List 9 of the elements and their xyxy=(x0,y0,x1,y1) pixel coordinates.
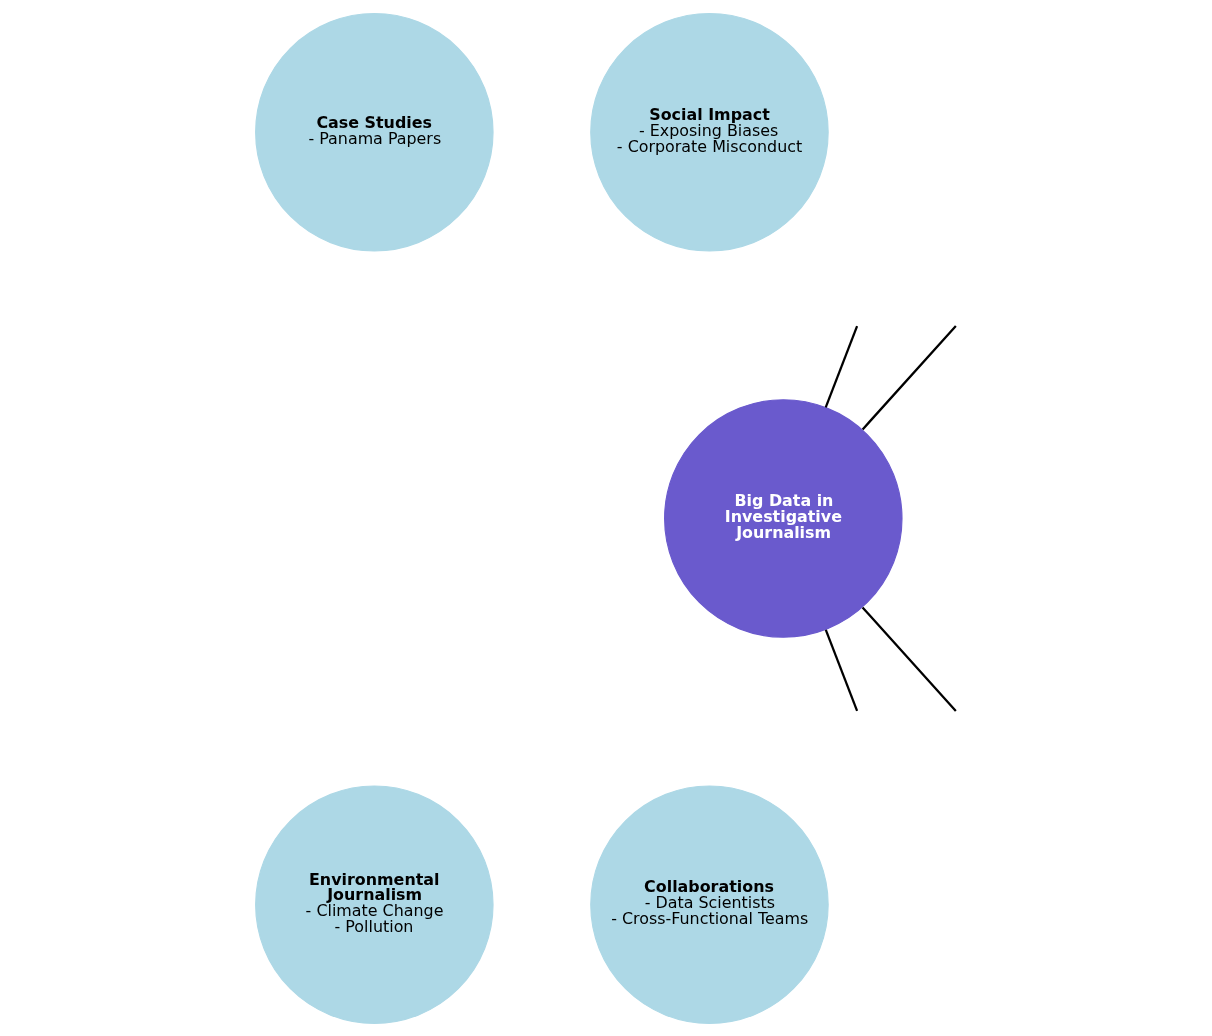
connector xyxy=(861,606,957,712)
node-circle: Big Data in Investigative Journalism xyxy=(664,398,903,638)
connector xyxy=(824,628,859,711)
node-circle: Case Studies - Panama Papers xyxy=(255,12,494,252)
node-circle: Collaborations - Data Scientists - Cross-Functional Teams xyxy=(590,784,829,1024)
node-circle: Environmental Journalism - Climate Change - Pollution xyxy=(255,784,494,1024)
connector xyxy=(824,325,859,408)
node-circle: Social Impact - Exposing Biases - Corporate Misconduct xyxy=(590,12,829,252)
connector xyxy=(861,324,957,430)
